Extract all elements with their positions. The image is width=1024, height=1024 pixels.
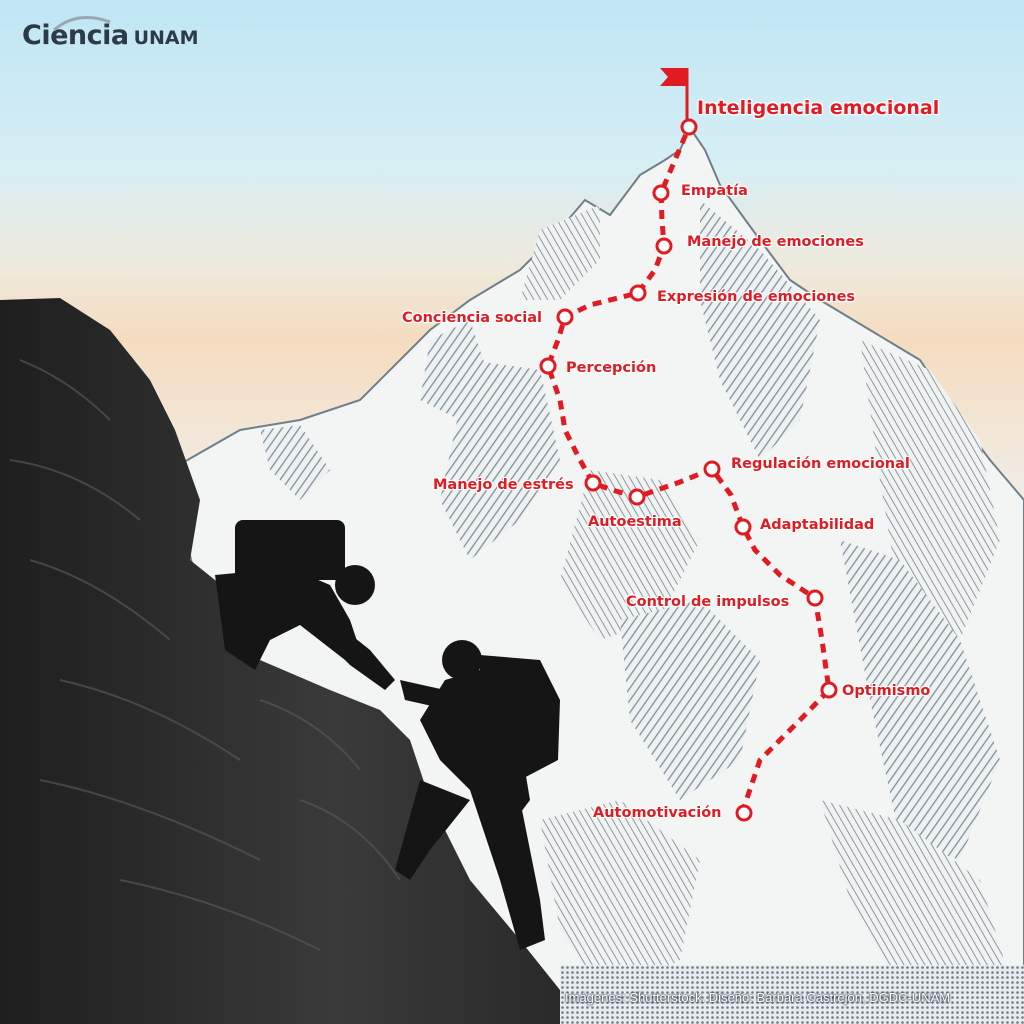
label-empatia: Empatía [681,183,748,199]
rock-texture [9,359,401,951]
label-estres: Manejo de estrés [433,477,574,493]
mountain-shadow-base [540,800,700,1000]
node-expresion [629,284,647,302]
label-automotivacion: Automotivación [593,805,722,821]
path-nodes [539,118,838,822]
node-conciencia [556,308,574,326]
mountain-shadow-right [700,200,820,460]
image-credit: Imágenes: Shutterstock. Diseño: Bárbara … [565,990,951,1005]
label-manejo-emociones: Manejo de emociones [687,234,864,250]
label-expresion: Expresión de emociones [657,289,856,305]
node-optimismo [820,681,838,699]
label-impulsos: Control de impulsos [626,594,790,610]
label-regulacion: Regulación emocional [731,456,910,472]
label-adaptabilidad: Adaptabilidad [760,517,875,533]
mountain-shadow-mid [560,470,700,640]
mountain-shadow-center [440,360,560,560]
node-estres [584,474,602,492]
label-conciencia: Conciencia social [402,310,542,326]
label-autoestima: Autoestima [588,514,682,530]
mountain-shadow-ridge [520,205,600,300]
ground-texture [560,965,1024,1024]
node-goal [680,118,698,136]
mountain-shadow-lower [620,600,760,800]
label-optimismo: Optimismo [842,683,931,699]
logo-ciencia-text: Ciencia [22,20,129,51]
node-regulacion [703,460,721,478]
mountain-shadow-upper-left [420,320,490,420]
node-automotivacion [735,804,753,822]
node-impulsos [806,589,824,607]
climbers-silhouette [215,520,560,950]
logo-arc-icon [53,16,111,32]
node-autoestima [628,488,646,506]
flag-icon [660,68,687,86]
path-line [545,126,832,814]
ciencia-unam-logo: Ciencia UNAM [22,16,199,60]
node-percepcion [539,357,557,375]
label-goal: Inteligencia emocional [697,97,940,119]
logo-unam-text: UNAM [133,27,199,49]
node-manejo-emociones [655,237,673,255]
mountain-shadow-left [260,425,330,500]
node-empatia [652,184,670,202]
label-percepcion: Percepción [566,360,657,376]
node-adaptabilidad [734,518,752,536]
mountain-shadow-lower-right [840,540,1000,860]
mountain-shadow-base-right [820,800,1010,990]
